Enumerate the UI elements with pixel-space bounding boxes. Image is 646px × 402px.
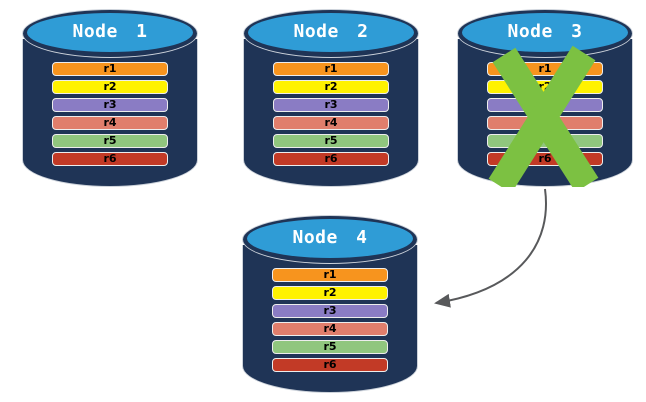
record-r6: r6 — [273, 152, 389, 166]
node-3-cylinder-top-face — [462, 13, 628, 52]
node-3-title: Node 3 — [507, 21, 583, 42]
record-r5: r5 — [273, 134, 389, 148]
record-r2: r2 — [273, 80, 389, 94]
record-r6: r6 — [272, 358, 388, 372]
node-1-record-list: r1 r2 r3 r4 r5 r6 — [52, 62, 168, 170]
record-r3: r3 — [273, 98, 389, 112]
node-4-title: Node 4 — [292, 227, 368, 248]
node-3: Node 3 r1 r2 r3 r4 r5 r6 — [457, 9, 633, 187]
record-r4: r4 — [272, 322, 388, 336]
node-1-cylinder-top-face — [27, 13, 193, 52]
record-r1: r1 — [273, 62, 389, 76]
node-2-record-list: r1 r2 r3 r4 r5 r6 — [273, 62, 389, 170]
node-4-cylinder-top-face — [247, 219, 413, 258]
record-r3: r3 — [272, 304, 388, 318]
record-r1: r1 — [272, 268, 388, 282]
node-2: Node 2 r1 r2 r3 r4 r5 r6 — [243, 9, 419, 187]
record-r3: r3 — [52, 98, 168, 112]
node-2-cylinder-top — [243, 9, 419, 58]
node-2-title: Node 2 — [293, 21, 369, 42]
failover-arrow-path — [434, 188, 547, 308]
node-1-cylinder-top — [22, 9, 198, 58]
record-r2: r2 — [52, 80, 168, 94]
record-r4: r4 — [52, 116, 168, 130]
node-2-cylinder-top-face — [248, 13, 414, 52]
node-4-cylinder-top — [242, 215, 418, 264]
node-1-title: Node 1 — [72, 21, 148, 42]
record-r6: r6 — [52, 152, 168, 166]
node-4-record-list: r1 r2 r3 r4 r5 r6 — [272, 268, 388, 376]
failure-x-icon — [488, 45, 599, 187]
record-r5: r5 — [272, 340, 388, 354]
record-r2: r2 — [272, 286, 388, 300]
record-r5: r5 — [52, 134, 168, 148]
node-3-cylinder-top — [457, 9, 633, 58]
record-r4: r4 — [273, 116, 389, 130]
node-1: Node 1 r1 r2 r3 r4 r5 r6 — [22, 9, 198, 187]
record-r1: r1 — [52, 62, 168, 76]
node-4: Node 4 r1 r2 r3 r4 r5 r6 — [242, 215, 418, 393]
